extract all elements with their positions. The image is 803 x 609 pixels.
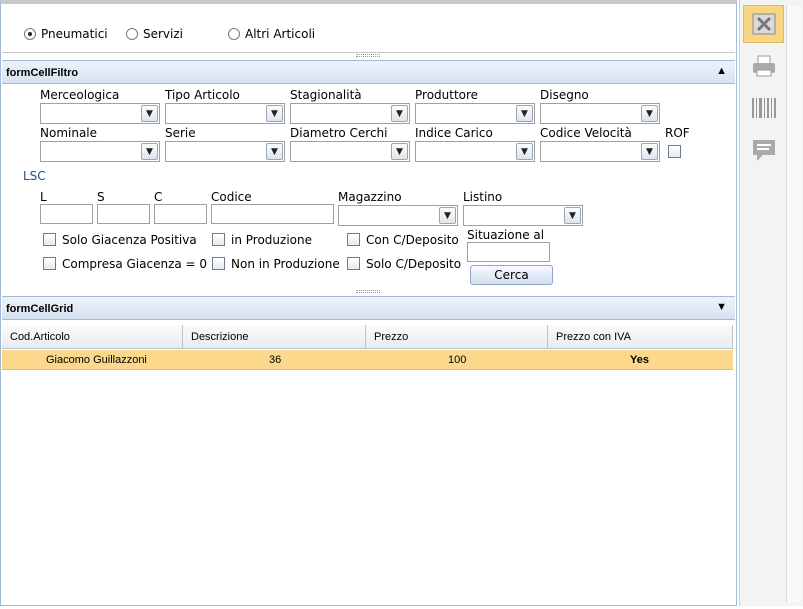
radio-pneumatici[interactable]: Pneumatici — [24, 27, 108, 41]
label-tipo-articolo: Tipo Articolo — [165, 88, 240, 102]
radio-dot[interactable] — [24, 28, 36, 40]
chevron-down-icon[interactable]: ▼ — [266, 143, 283, 160]
comment-icon — [752, 140, 775, 161]
input-codice[interactable] — [211, 204, 334, 224]
radio-label: Servizi — [143, 27, 184, 41]
select-diametro[interactable]: ▼ — [290, 141, 410, 162]
select-disegno[interactable]: ▼ — [540, 103, 660, 124]
radio-servizi[interactable]: Servizi — [126, 27, 183, 41]
label-con-deposito: Con C/Deposito — [366, 233, 459, 247]
filtro-header[interactable]: formCellFiltro ▲ — [2, 60, 735, 84]
cell-prezzo: 100 — [448, 354, 467, 366]
select-produttore[interactable]: ▼ — [415, 103, 535, 124]
main-panel: Pneumatici Servizi Altri Articoli formCe… — [0, 0, 737, 606]
filtro-title: formCellFiltro — [6, 67, 79, 79]
select-listino[interactable]: ▼ — [463, 205, 583, 226]
column-header[interactable]: Prezzo con IVA — [548, 325, 733, 349]
input-l[interactable] — [40, 204, 93, 224]
label-magazzino: Magazzino — [338, 190, 402, 204]
splitter-handle[interactable] — [356, 290, 380, 293]
radio-dot[interactable] — [228, 28, 240, 40]
grid-title: formCellGrid — [6, 303, 74, 315]
select-codice-velocita[interactable]: ▼ — [540, 141, 660, 162]
close-doc-button[interactable] — [743, 5, 784, 43]
collapse-icon[interactable]: ▲ — [716, 65, 727, 77]
chevron-down-icon[interactable]: ▼ — [439, 207, 456, 224]
radio-dot[interactable] — [126, 28, 138, 40]
comment-button[interactable] — [743, 131, 784, 169]
label-indice: Indice Carico — [415, 126, 493, 140]
chevron-down-icon[interactable]: ▼ — [564, 207, 581, 224]
chevron-down-icon[interactable]: ▼ — [141, 143, 158, 160]
label-in-produzione: in Produzione — [231, 233, 312, 247]
input-situazione[interactable] — [467, 242, 550, 262]
label-merceologica: Merceologica — [40, 88, 120, 102]
chevron-down-icon[interactable]: ▼ — [516, 105, 533, 122]
chevron-down-icon[interactable]: ▼ — [391, 143, 408, 160]
label-serie: Serie — [165, 126, 196, 140]
splitter-handle[interactable] — [356, 54, 380, 57]
label-rof: ROF — [665, 126, 690, 140]
cerca-button[interactable]: Cerca — [470, 265, 553, 285]
close-doc-icon — [752, 13, 775, 35]
chevron-down-icon[interactable]: ▼ — [516, 143, 533, 160]
cell-prezzo-iva: Yes — [630, 354, 649, 366]
cell-cod-articolo: Giacomo Guillazzoni — [46, 354, 147, 366]
chevron-down-icon[interactable]: ▼ — [266, 105, 283, 122]
checkbox-in-produzione[interactable] — [212, 233, 225, 246]
chevron-down-icon[interactable]: ▼ — [716, 301, 727, 313]
label-c: C — [154, 190, 163, 204]
select-nominale[interactable]: ▼ — [40, 141, 160, 162]
chevron-down-icon[interactable]: ▼ — [641, 143, 658, 160]
label-nominale: Nominale — [40, 126, 98, 140]
label-compresa-giacenza: Compresa Giacenza = 0 — [62, 257, 208, 271]
label-situazione: Situazione al — [467, 228, 545, 242]
select-stagionalita[interactable]: ▼ — [290, 103, 410, 124]
barcode-icon — [751, 98, 776, 118]
label-s: S — [97, 190, 105, 204]
barcode-button[interactable] — [743, 89, 784, 127]
chevron-down-icon[interactable]: ▼ — [391, 105, 408, 122]
scrollbar[interactable] — [786, 6, 802, 602]
print-button[interactable] — [743, 47, 784, 85]
input-c[interactable] — [154, 204, 207, 224]
input-s[interactable] — [97, 204, 150, 224]
table-row[interactable]: Giacomo Guillazzoni 36 100 Yes — [2, 350, 733, 370]
label-codice: Codice — [211, 190, 252, 204]
select-tipo-articolo[interactable]: ▼ — [165, 103, 285, 124]
checkbox-rof[interactable] — [668, 145, 681, 158]
column-header[interactable]: Prezzo — [366, 325, 548, 349]
label-solo-deposito: Solo C/Deposito — [366, 257, 462, 271]
radio-label: Altri Articoli — [245, 27, 316, 41]
checkbox-compresa-giacenza[interactable] — [43, 257, 56, 270]
select-serie[interactable]: ▼ — [165, 141, 285, 162]
grid-header[interactable]: formCellGrid ▼ — [2, 296, 735, 320]
printer-icon — [752, 55, 775, 77]
label-stagionalita: Stagionalità — [290, 88, 362, 102]
select-indice[interactable]: ▼ — [415, 141, 535, 162]
label-lsc: LSC — [23, 169, 46, 183]
label-produttore: Produttore — [415, 88, 479, 102]
cell-descrizione: 36 — [269, 354, 282, 366]
radio-label: Pneumatici — [41, 27, 108, 41]
select-merceologica[interactable]: ▼ — [40, 103, 160, 124]
label-codice-velocita: Codice Velocità — [540, 126, 632, 140]
type-radio-group: Pneumatici Servizi Altri Articoli — [2, 5, 735, 53]
checkbox-solo-giacenza[interactable] — [43, 233, 56, 246]
label-disegno: Disegno — [540, 88, 589, 102]
chevron-down-icon[interactable]: ▼ — [141, 105, 158, 122]
label-l: L — [40, 190, 47, 204]
chevron-down-icon[interactable]: ▼ — [641, 105, 658, 122]
label-listino: Listino — [463, 190, 503, 204]
checkbox-non-produzione[interactable] — [212, 257, 225, 270]
column-header[interactable]: Descrizione — [183, 325, 366, 349]
label-diametro: Diametro Cerchi — [290, 126, 388, 140]
checkbox-solo-deposito[interactable] — [347, 257, 360, 270]
radio-altri-articoli[interactable]: Altri Articoli — [228, 27, 315, 41]
column-header[interactable]: Cod.Articolo — [2, 325, 183, 349]
select-magazzino[interactable]: ▼ — [338, 205, 458, 226]
label-non-produzione: Non in Produzione — [231, 257, 340, 271]
label-solo-giacenza: Solo Giacenza Positiva — [62, 233, 197, 247]
checkbox-con-deposito[interactable] — [347, 233, 360, 246]
